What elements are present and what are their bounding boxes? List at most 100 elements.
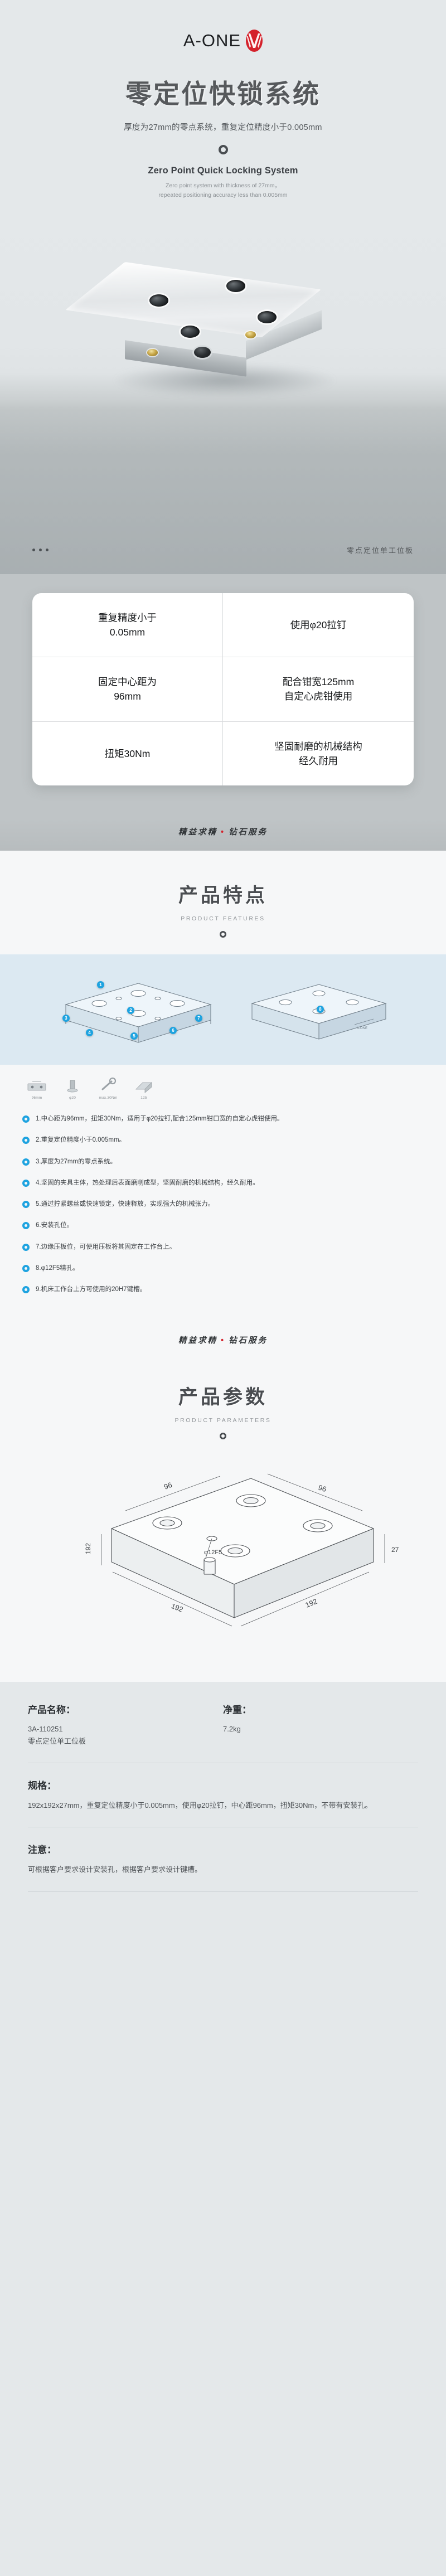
tagline: 精益求精•钻石服务 <box>0 826 446 837</box>
callout-pin-3[interactable]: 3 <box>62 1015 70 1022</box>
product-caption-row: 零点定位单工位板 <box>0 545 446 555</box>
center-distance-icon <box>19 1071 55 1094</box>
list-item: 2.重复定位精度小于0.005mm。 <box>22 1136 424 1145</box>
hero-english-subtitle-line2: repeated positioning accuracy less than … <box>158 192 288 199</box>
ring-divider-icon <box>220 931 226 938</box>
cad-view-right: A-ONE 8 <box>235 971 403 1055</box>
list-item-text: 1.中心距为96mm，扭矩30Nm，适用于φ20拉钉,配合125mm钳口宽的自定… <box>36 1115 284 1123</box>
product-name-label: 产品名称： <box>28 1705 75 1716</box>
feature-list: 1.中心距为96mm，扭矩30Nm，适用于φ20拉钉,配合125mm钳口宽的自定… <box>0 1100 446 1332</box>
icon-item-center-distance: 96mm <box>19 1071 55 1100</box>
list-item-text: 7.边缘压板位，可使用压板将其固定在工作台上。 <box>36 1243 176 1250</box>
features-subtitle: PRODUCT FEATURES <box>181 915 265 923</box>
list-item: 7.边缘压板位，可使用压板将其固定在工作台上。 <box>22 1243 424 1252</box>
list-item-text: 2.重复定位精度小于0.005mm。 <box>36 1137 126 1144</box>
svg-text:A-ONE: A-ONE <box>357 1027 367 1030</box>
cad-view-left: 1 2 3 4 5 6 7 <box>43 971 227 1055</box>
feature-icon-strip: 96mm φ20 max.30Nm <box>0 1065 446 1100</box>
list-item-text: 8.φ12F5精孔。 <box>36 1264 79 1272</box>
list-item: 3.厚度为27mm的零点系统。 <box>22 1157 424 1167</box>
spec-cell: 坚固耐磨的机械结构经久耐用 <box>274 740 362 767</box>
pull-stud-icon <box>55 1071 90 1094</box>
parameters-title: 产品参数 <box>178 1386 268 1409</box>
hero-subtitle: 厚度为27mm的零点系统，重复定位精度小于0.005mm <box>124 123 322 132</box>
mounting-hole <box>258 311 277 323</box>
list-item-text: 5.通过拧紧螺丝或快速锁定，快速释放，实现强大的机械张力。 <box>36 1201 215 1208</box>
tagline-separator-dot: • <box>220 1336 226 1346</box>
callout-pin-8[interactable]: 8 <box>317 1006 324 1013</box>
tagline-separator-dot: • <box>220 828 226 837</box>
specification-table-section: 产品名称： 3A-110251 零点定位单工位板 净重： 7.2kg 规格： 1… <box>0 1682 446 1937</box>
product-name-value: 3A-110251 零点定位单工位板 <box>28 1723 223 1748</box>
tagline-right: 钻石服务 <box>229 828 268 837</box>
size-value: 192x192x27mm，重复定位精度小于0.005mm，使用φ20拉钉，中心距… <box>28 1801 372 1809</box>
callout-pin-5[interactable]: 5 <box>130 1032 138 1040</box>
parameters-subtitle: PRODUCT PARAMETERS <box>174 1417 272 1424</box>
hero-section: A-ONE 零定位快锁系统 厚度为27mm的零点系统，重复定位精度小于0.005… <box>0 0 446 201</box>
callout-pin-6[interactable]: 6 <box>169 1027 177 1035</box>
list-item: 1.中心距为96mm，扭矩30Nm，适用于φ20拉钉,配合125mm钳口宽的自定… <box>22 1114 424 1124</box>
product-parameters-section: 产品参数 PRODUCT PARAMETERS <box>0 1367 446 1682</box>
blue-ring-bullet-icon <box>22 1222 30 1230</box>
product-description: 零点定位单工位板 <box>28 1737 86 1746</box>
center-lock-port <box>194 346 211 358</box>
icon-item-torque: max.30Nm <box>90 1071 126 1100</box>
callout-pin-7[interactable]: 7 <box>195 1015 202 1022</box>
list-item-text: 4.坚固的夹具主体，热处理后表面磨削成型，坚固耐磨的机械结构，经久耐用。 <box>36 1179 259 1186</box>
dim-side: 192 <box>84 1543 92 1554</box>
callout-pin-2[interactable]: 2 <box>127 1007 134 1015</box>
blue-ring-bullet-icon <box>22 1158 30 1166</box>
three-dots-icon <box>32 548 49 551</box>
icon-item-vise-width: 125 <box>126 1071 162 1100</box>
size-spec-block: 规格： 192x192x27mm，重复定位精度小于0.005mm，使用φ20拉钉… <box>28 1778 418 1813</box>
net-weight-value: 7.2kg <box>223 1725 241 1734</box>
callout-pin-1[interactable]: 1 <box>97 981 104 989</box>
notice-block: 注意： 可根据客户要求设计安装孔，根据客户要求设计键槽。 <box>28 1842 418 1877</box>
product-caption: 零点定位单工位板 <box>346 546 414 555</box>
list-item: 9.机床工作台上方可使用的20H7键槽。 <box>22 1285 424 1294</box>
features-title: 产品特点 <box>178 885 268 908</box>
product-detail-page: A-ONE 零定位快锁系统 厚度为27mm的零点系统，重复定位精度小于0.005… <box>0 0 446 1937</box>
notice-value: 可根据客户要求设计安装孔，根据客户要求设计键槽。 <box>28 1865 202 1874</box>
product-features-section: 产品特点 PRODUCT FEATURES <box>0 851 446 1367</box>
blue-ring-bullet-icon <box>22 1264 30 1272</box>
brand-logo: A-ONE <box>0 26 446 56</box>
mounting-hole <box>181 325 200 338</box>
list-item: 6.安装孔位。 <box>22 1221 424 1230</box>
dim-thickness: 27 <box>391 1546 399 1554</box>
icon-caption: 125 <box>140 1096 147 1100</box>
divider <box>28 1891 418 1892</box>
icon-item-pull-stud: φ20 <box>55 1071 90 1100</box>
mounting-hole <box>149 294 168 307</box>
notice-label: 注意： <box>28 1845 56 1856</box>
page-title: 零定位快锁系统 <box>125 79 321 110</box>
dim-hole-label: φ12F5 <box>204 1549 222 1556</box>
spec-cell: 使用φ20拉钉 <box>223 593 414 658</box>
dim-top-width: 96 <box>163 1481 173 1491</box>
product-name-cell: 产品名称： 3A-110251 零点定位单工位板 <box>28 1702 223 1748</box>
list-item-text: 9.机床工作台上方可使用的20H7键槽。 <box>36 1286 147 1293</box>
list-item-text: 3.厚度为27mm的零点系统。 <box>36 1158 117 1165</box>
blue-ring-bullet-icon <box>22 1286 30 1294</box>
tagline: 精益求精•钻石服务 <box>0 1334 446 1346</box>
icon-caption: max.30Nm <box>99 1096 118 1100</box>
vise-width-icon <box>126 1071 162 1094</box>
brass-fitting <box>147 348 158 356</box>
dim-base-bottom: 192 <box>304 1597 319 1609</box>
blue-ring-bullet-icon <box>22 1115 30 1123</box>
list-item-text: 6.安装孔位。 <box>36 1222 74 1229</box>
list-item: 4.坚固的夹具主体，热处理后表面磨削成型，坚固耐磨的机械结构，经久耐用。 <box>22 1178 424 1188</box>
table-row: 产品名称： 3A-110251 零点定位单工位板 净重： 7.2kg <box>28 1702 418 1748</box>
ring-divider-icon <box>218 145 228 154</box>
callout-pin-4[interactable]: 4 <box>86 1029 93 1037</box>
product-photo-section: 零点定位单工位板 <box>0 200 446 574</box>
list-item: 5.通过拧紧螺丝或快速锁定，快速释放，实现强大的机械张力。 <box>22 1200 424 1209</box>
list-item: 8.φ12F5精孔。 <box>22 1264 424 1273</box>
brass-fitting <box>245 331 256 338</box>
net-weight-cell: 净重： 7.2kg <box>223 1702 418 1748</box>
dim-top-right: 96 <box>317 1483 327 1494</box>
blue-ring-bullet-icon <box>22 1179 30 1187</box>
tagline-left: 精益求精 <box>178 828 217 837</box>
